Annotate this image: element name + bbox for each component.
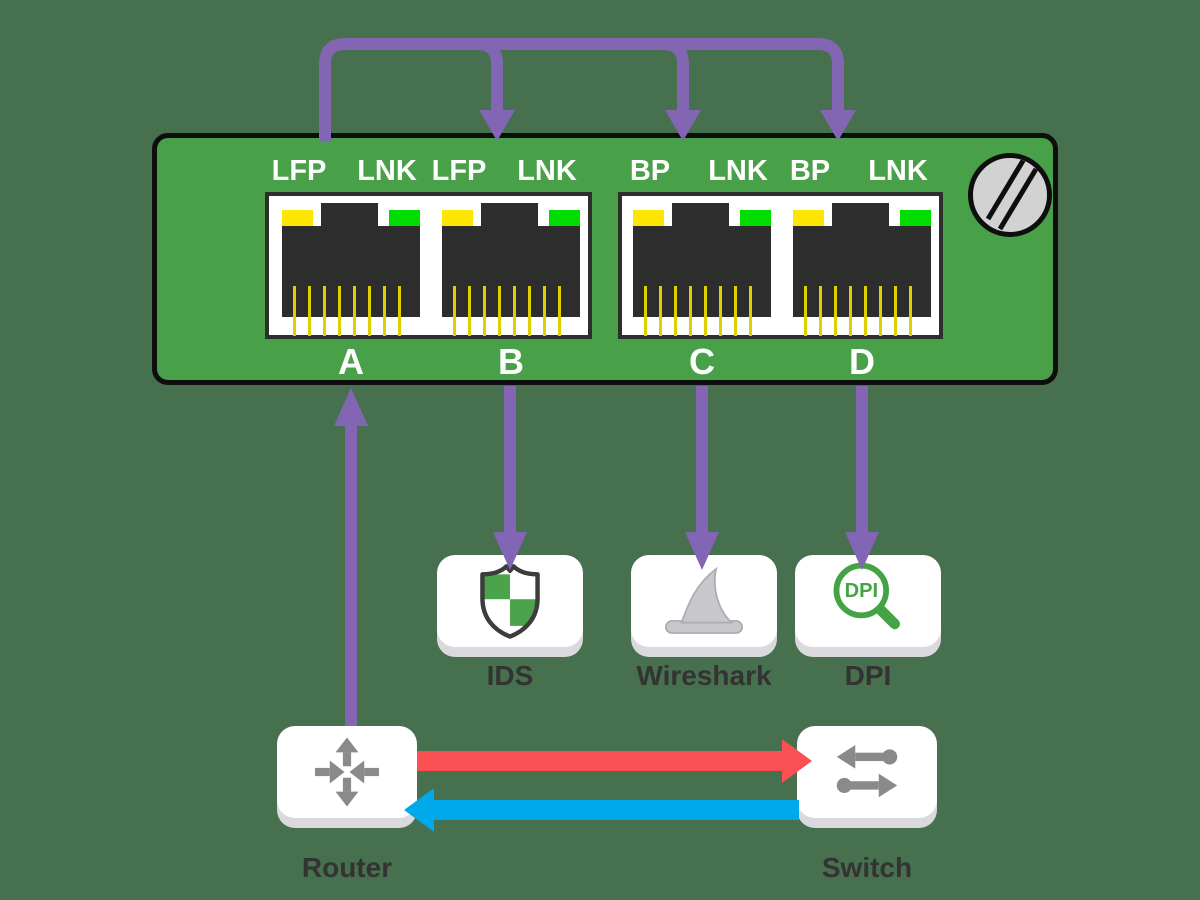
port-d: BP LNK D (789, 155, 931, 387)
node-label-wireshark: Wireshark (636, 660, 772, 691)
port-pins (804, 286, 924, 336)
node-label-router: Router (301, 852, 393, 883)
rj45-port-icon (793, 203, 931, 336)
port-b-letter: B (498, 341, 524, 382)
port-c-led-left-label: BP (629, 155, 671, 187)
port-d-letter: D (849, 341, 875, 382)
link-led (740, 210, 771, 227)
lfp-led (282, 210, 313, 227)
port-c-led-right-label: LNK (708, 155, 768, 187)
port-b-led-left-label: LFP (431, 155, 487, 187)
rj45-port-icon (633, 203, 771, 336)
port-b-led-right-label: LNK (517, 155, 577, 187)
port-pins (293, 286, 413, 336)
tap-branch-to-c-arrow (662, 38, 689, 112)
port-d-led-left-label: BP (789, 155, 831, 187)
magnifier-text: DPI (845, 580, 878, 602)
port-a: LFP LNK A (272, 155, 420, 387)
node-card-wireshark (631, 555, 777, 647)
node-card-dpi: DPI (795, 555, 941, 647)
bp-led (633, 210, 664, 227)
port-b: LFP LNK B (432, 155, 580, 387)
port-a-led-right-label: LNK (357, 155, 417, 187)
router-arrows-icon (315, 737, 379, 807)
node-label-dpi: DPI (844, 660, 892, 691)
switch-arrows-icon (836, 745, 898, 798)
port-d-led-right-label: LNK (868, 155, 928, 187)
port-c: BP LNK C (629, 155, 771, 387)
shield-checker-icon (480, 564, 540, 639)
rj45-port-icon (282, 203, 420, 336)
link-led (900, 210, 931, 227)
link-led (549, 210, 580, 227)
node-card-ids (437, 555, 583, 647)
bp-led (793, 210, 824, 227)
rj45-port-icon (442, 203, 580, 336)
port-c-letter: C (689, 341, 715, 382)
lfp-led (442, 210, 473, 227)
port-a-led-left-label: LFP (271, 155, 327, 187)
port-a-letter: A (338, 341, 364, 382)
node-card-router (277, 726, 417, 818)
screw-icon (968, 153, 1052, 237)
node-label-switch: Switch (821, 852, 913, 883)
magnifier-dpi-icon: DPI (833, 562, 901, 630)
link-led (389, 210, 420, 227)
tap-device: LFP LNK A LFP LNK B BP LNK (152, 133, 1058, 385)
arrowhead-into-port-a (334, 388, 368, 426)
port-pins (644, 286, 764, 336)
shark-fin-icon (665, 566, 743, 634)
node-card-switch (797, 726, 937, 818)
port-pins (453, 286, 573, 336)
tap-loop-a-to-d-arrow (319, 38, 844, 141)
tap-branch-to-b-arrow (476, 38, 503, 112)
node-label-ids: IDS (486, 660, 534, 691)
